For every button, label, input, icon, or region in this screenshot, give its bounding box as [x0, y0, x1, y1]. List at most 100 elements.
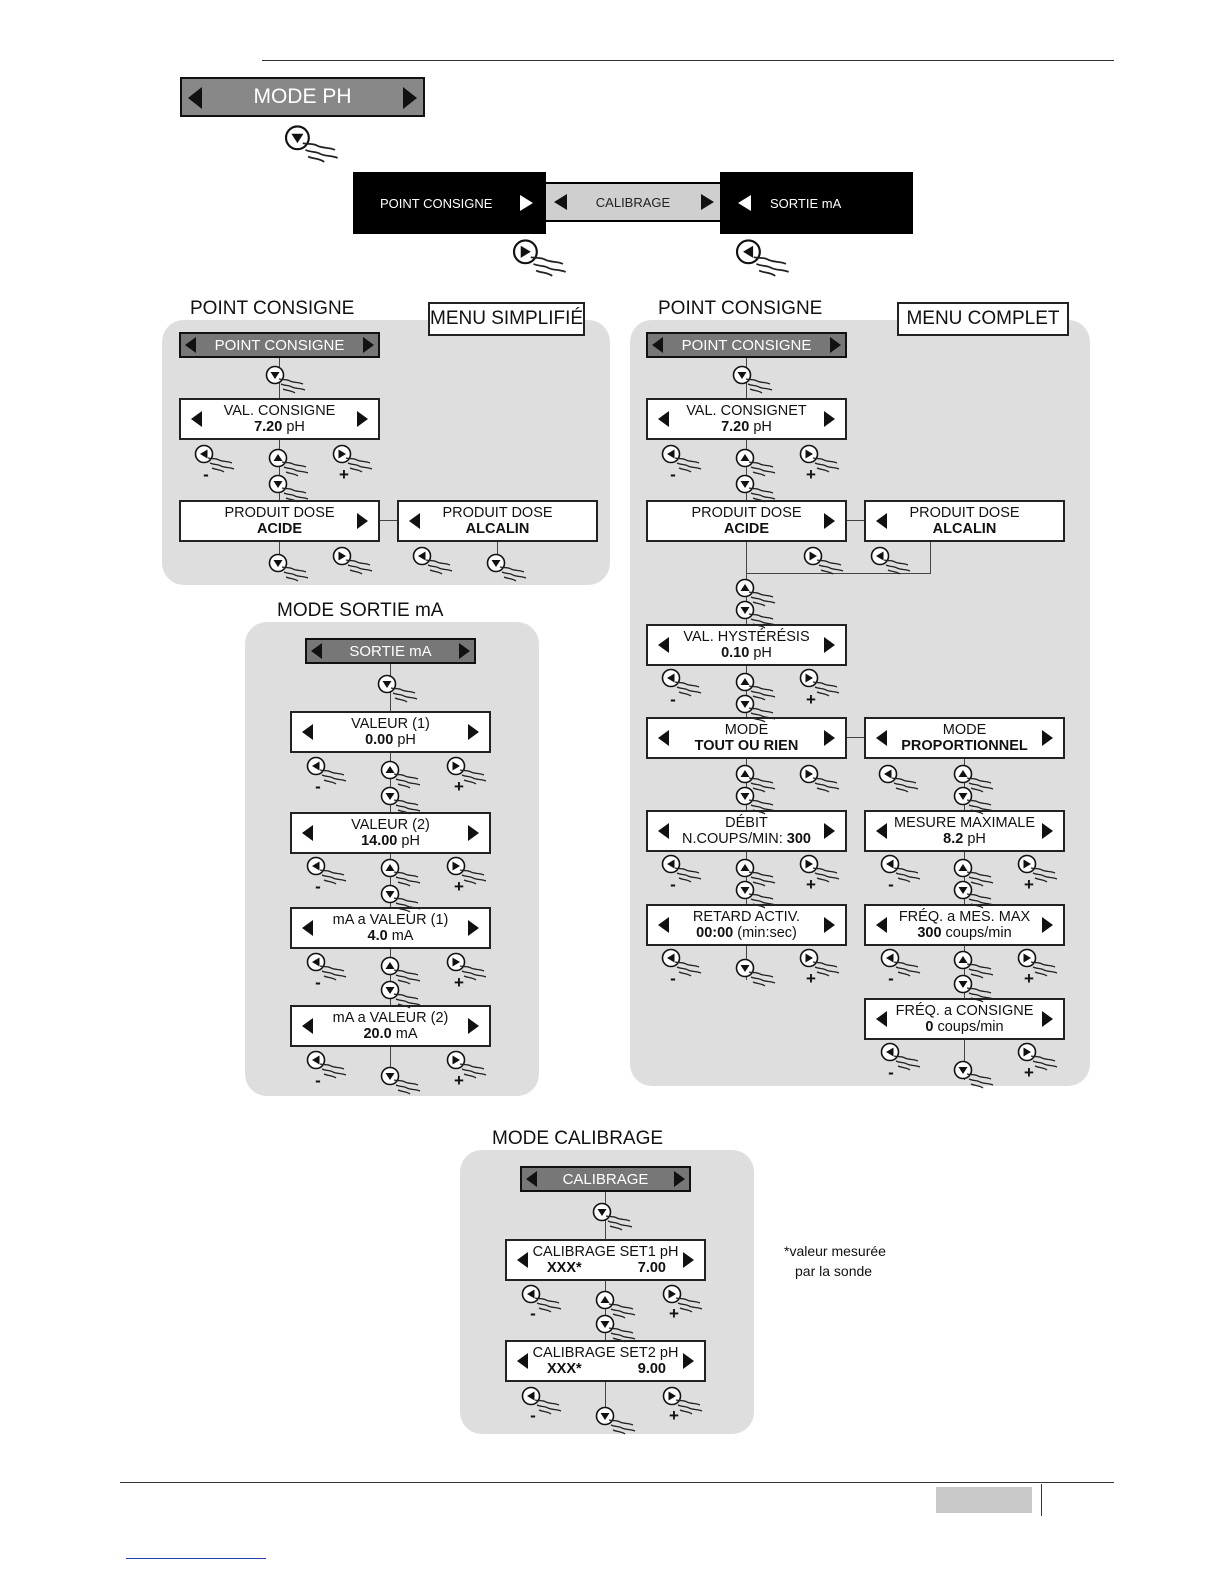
left-button-icon[interactable]: [870, 546, 914, 576]
down-button-icon[interactable]: [735, 474, 779, 504]
up-button-icon[interactable]: [735, 672, 779, 702]
simplifie-produit-acide[interactable]: PRODUIT DOSE ACIDE: [179, 500, 380, 542]
complet-mesure-maximale[interactable]: MESURE MAXIMALE 8.2 pH: [864, 810, 1065, 852]
sortie-ma-valeur-2[interactable]: mA a VALEUR (2) 20.0 mA: [290, 1005, 491, 1047]
left-button-icon[interactable]: [306, 756, 350, 786]
simplifie-produit-alcalin[interactable]: PRODUIT DOSE ALCALIN: [397, 500, 598, 542]
left-button-icon[interactable]: [661, 444, 705, 474]
right-button-icon[interactable]: [799, 764, 843, 794]
left-button-icon[interactable]: [306, 856, 350, 886]
left-button-icon[interactable]: [306, 952, 350, 982]
down-button-icon[interactable]: [268, 553, 312, 583]
right-button-icon[interactable]: [332, 546, 376, 576]
right-button-icon[interactable]: [662, 1284, 706, 1314]
down-button-icon[interactable]: [735, 786, 779, 816]
sortie-valeur-1[interactable]: VALEUR (1) 0.00 pH: [290, 711, 491, 753]
down-button-icon[interactable]: [595, 1314, 639, 1344]
down-button-icon[interactable]: [595, 1406, 639, 1436]
sortie-valeur-2[interactable]: VALEUR (2) 14.00 pH: [290, 812, 491, 854]
simplifie-head[interactable]: POINT CONSIGNE: [179, 332, 380, 358]
right-button-icon[interactable]: [446, 952, 490, 982]
up-button-icon[interactable]: [953, 858, 997, 888]
left-button-icon[interactable]: [661, 854, 705, 884]
complet-hysteresis[interactable]: VAL. HYSTÉRÉSIS 0.10 pH: [646, 624, 847, 666]
down-button-icon[interactable]: [284, 124, 343, 165]
up-button-icon[interactable]: [953, 764, 997, 794]
down-button-icon[interactable]: [953, 1060, 997, 1090]
left-button-icon[interactable]: [880, 948, 924, 978]
down-button-icon[interactable]: [377, 674, 421, 704]
right-button-icon[interactable]: [803, 546, 847, 576]
right-button-icon[interactable]: [799, 668, 843, 698]
right-button-icon[interactable]: [446, 756, 490, 786]
right-button-icon[interactable]: [446, 1050, 490, 1080]
complet-produit-alcalin[interactable]: PRODUIT DOSE ALCALIN: [864, 500, 1065, 542]
down-button-icon[interactable]: [953, 880, 997, 910]
up-button-icon[interactable]: [735, 448, 779, 478]
down-button-icon[interactable]: [732, 365, 776, 395]
up-button-icon[interactable]: [380, 858, 424, 888]
menu-calibrage[interactable]: CALIBRAGE: [546, 182, 720, 222]
left-button-icon[interactable]: [412, 546, 456, 576]
left-button-icon[interactable]: [878, 764, 922, 794]
complet-freq-consigne[interactable]: FRÉQ. a CONSIGNE 0 coups/min: [864, 998, 1065, 1040]
left-button-icon[interactable]: [521, 1386, 565, 1416]
left-button-icon[interactable]: [735, 238, 794, 279]
complet-retard-activ[interactable]: RETARD ACTIV. 00:00 (min:sec): [646, 904, 847, 946]
simplifie-val-consigne[interactable]: VAL. CONSIGNE 7.20 pH: [179, 398, 380, 440]
down-button-icon[interactable]: [265, 365, 309, 395]
down-button-icon[interactable]: [735, 880, 779, 910]
down-button-icon[interactable]: [268, 474, 312, 504]
left-button-icon[interactable]: [194, 444, 238, 474]
sortie-ma-valeur-1[interactable]: mA a VALEUR (1) 4.0 mA: [290, 907, 491, 949]
up-button-icon[interactable]: [595, 1290, 639, 1320]
right-button-icon[interactable]: [799, 444, 843, 474]
left-button-icon[interactable]: [880, 854, 924, 884]
complet-mode-tout-ou-rien[interactable]: MODE TOUT OU RIEN: [646, 717, 847, 759]
down-button-icon[interactable]: [735, 958, 779, 988]
up-button-icon[interactable]: [735, 858, 779, 888]
up-button-icon[interactable]: [735, 764, 779, 794]
complet-produit-acide[interactable]: PRODUIT DOSE ACIDE: [646, 500, 847, 542]
right-button-icon[interactable]: [799, 948, 843, 978]
menu-sortie-ma[interactable]: SORTIE mA: [720, 172, 913, 234]
down-button-icon[interactable]: [953, 786, 997, 816]
up-button-icon[interactable]: [735, 578, 779, 608]
left-button-icon[interactable]: [880, 1042, 924, 1072]
mode-ph-display[interactable]: MODE PH: [180, 77, 425, 117]
complet-head[interactable]: POINT CONSIGNE: [646, 332, 847, 358]
up-button-icon[interactable]: [380, 760, 424, 790]
sortie-head[interactable]: SORTIE mA: [305, 638, 476, 664]
down-button-icon[interactable]: [953, 974, 997, 1004]
down-button-icon[interactable]: [735, 694, 779, 724]
right-button-icon[interactable]: [446, 856, 490, 886]
right-button-icon[interactable]: [512, 238, 571, 279]
left-button-icon[interactable]: [521, 1284, 565, 1314]
right-button-icon[interactable]: [332, 444, 376, 474]
down-button-icon[interactable]: [380, 1066, 424, 1096]
right-button-icon[interactable]: [662, 1386, 706, 1416]
calibrage-set1[interactable]: CALIBRAGE SET1 pH XXX*7.00: [505, 1239, 706, 1281]
complet-freq-mes-max[interactable]: FRÉQ. a MES. MAX 300 coups/min: [864, 904, 1065, 946]
down-button-icon[interactable]: [592, 1202, 636, 1232]
calibrage-set2[interactable]: CALIBRAGE SET2 pH XXX*9.00: [505, 1340, 706, 1382]
down-button-icon[interactable]: [380, 980, 424, 1010]
left-button-icon[interactable]: [306, 1050, 350, 1080]
up-button-icon[interactable]: [953, 950, 997, 980]
calibrage-head[interactable]: CALIBRAGE: [520, 1166, 691, 1192]
complet-debit[interactable]: DÉBIT N.COUPS/MIN: 300: [646, 810, 847, 852]
right-button-icon[interactable]: [1017, 1042, 1061, 1072]
down-button-icon[interactable]: [380, 884, 424, 914]
right-button-icon[interactable]: [1017, 948, 1061, 978]
right-button-icon[interactable]: [1017, 854, 1061, 884]
up-button-icon[interactable]: [268, 448, 312, 478]
left-button-icon[interactable]: [661, 948, 705, 978]
down-button-icon[interactable]: [735, 600, 779, 630]
menu-point-consigne[interactable]: POINT CONSIGNE: [353, 172, 546, 234]
up-button-icon[interactable]: [380, 956, 424, 986]
down-button-icon[interactable]: [380, 786, 424, 816]
complet-mode-proportionnel[interactable]: MODE PROPORTIONNEL: [864, 717, 1065, 759]
right-button-icon[interactable]: [799, 854, 843, 884]
down-button-icon[interactable]: [486, 553, 530, 583]
complet-val-consigne[interactable]: VAL. CONSIGNET 7.20 pH: [646, 398, 847, 440]
